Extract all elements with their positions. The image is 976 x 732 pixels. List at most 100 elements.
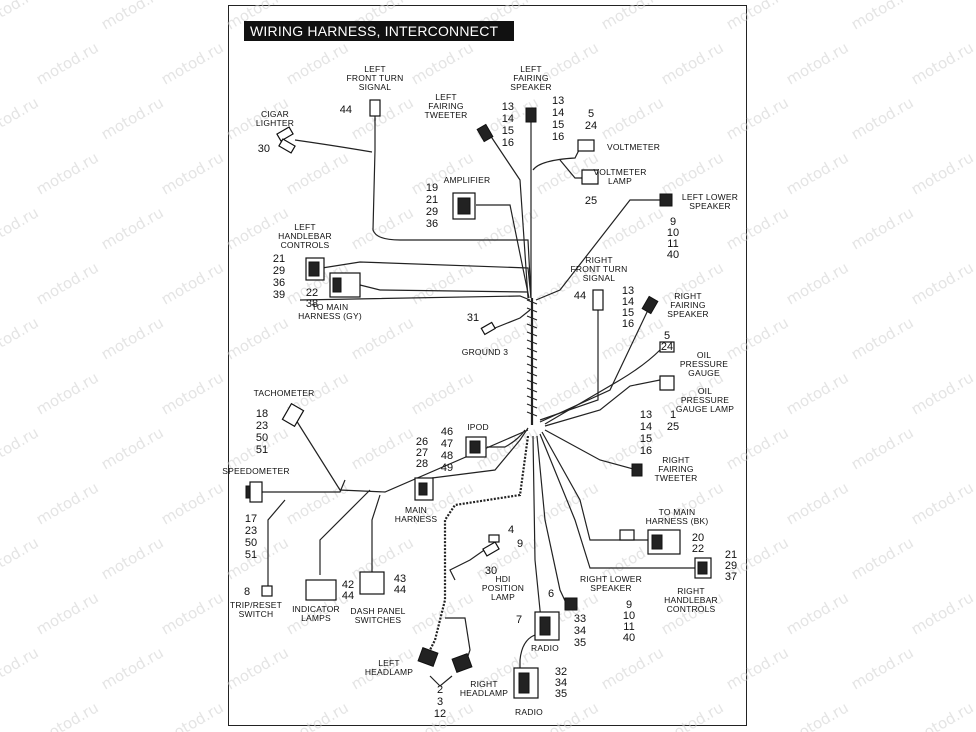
- voltmeter-lamp-label: VOLTMETER: [593, 167, 646, 177]
- left-lower-speaker-label: SPEAKER: [689, 201, 731, 211]
- oil-pressure-gauge-lamp-label: GAUGE LAMP: [676, 404, 734, 414]
- wire-dash-l: [319, 489, 371, 575]
- indicator-lamps-label: INDICATOR: [292, 604, 340, 614]
- radio-lower-ref: 34: [555, 677, 567, 689]
- to-main-harness-gy-ref: 38: [306, 298, 318, 310]
- to-main-harness-gy-ref: 22: [306, 287, 318, 299]
- left-lower-speaker-label: LEFT LOWER: [682, 192, 738, 202]
- ipod-ref: 46: [441, 426, 453, 438]
- amplifier-ref: 29: [426, 206, 438, 218]
- ipod-ref: 49: [441, 462, 453, 474]
- left-fairing-tweeter-ref: 13: [502, 101, 514, 113]
- left-lower-speaker-ref: 9: [670, 216, 676, 228]
- radio-upper-ref: 33: [574, 613, 586, 625]
- right-fairing-speaker-label: SPEAKER: [667, 309, 709, 319]
- left-headlamp-ref: 3: [437, 696, 443, 708]
- right-fairing-tweeter-ref: 16: [640, 445, 652, 457]
- amplifier-ref: 36: [426, 218, 438, 230]
- wire-left-lower-speaker: [535, 199, 660, 301]
- dash-panel-switches-ref: 43: [394, 573, 406, 585]
- connector-radio-lower: [513, 667, 539, 699]
- main-harness-label: HARNESS: [395, 514, 438, 524]
- right-fairing-tweeter-ref: 15: [640, 433, 652, 445]
- right-lower-speaker-ref: 11: [623, 621, 634, 633]
- left-fairing-tweeter-ref: 16: [502, 137, 514, 149]
- right-handlebar-controls-ref: 29: [725, 560, 737, 572]
- wire-trip: [267, 499, 286, 592]
- left-fairing-speaker-ref: 16: [552, 131, 564, 143]
- right-headlamp-label: HEADLAMP: [460, 688, 508, 698]
- left-fairing-speaker-label: LEFT: [520, 64, 542, 74]
- amplifier-ref: 19: [426, 182, 438, 194]
- speedometer-ref: 17: [245, 513, 257, 525]
- oil-pressure-gauge-ref: 5: [664, 330, 670, 342]
- dash-panel-switches-label: DASH PANEL: [350, 606, 405, 616]
- connector-main-bk: [619, 529, 681, 555]
- oil-pressure-gauge-lamp-label: OIL: [698, 386, 712, 396]
- right-lower-speaker-ref: 40: [623, 632, 635, 644]
- connector-radio-upper: [534, 611, 560, 641]
- connector-hdi: [482, 534, 500, 557]
- oil-pressure-gauge-lamp-ref: 1: [670, 409, 676, 421]
- trip-reset-switch-label: TRIP/RESET: [230, 600, 282, 610]
- hdi-position-lamp-label: POSITION: [482, 583, 524, 593]
- wire-radio: [532, 435, 542, 621]
- connector-oil-lamp: [659, 375, 675, 391]
- watermark-text: motod.ru: [973, 0, 976, 33]
- left-handlebar-controls-ref: 39: [273, 289, 285, 301]
- to-main-harness-bk-ref: 20: [692, 532, 704, 544]
- left-fairing-tweeter-ref: 15: [502, 125, 514, 137]
- left-handlebar-controls-label: LEFT: [294, 222, 316, 232]
- speedometer-label: SPEEDOMETER: [222, 466, 289, 476]
- right-fairing-speaker-label: RIGHT: [674, 291, 701, 301]
- voltmeter-lamp-label: LAMP: [608, 176, 632, 186]
- wire-main-harness: [431, 427, 529, 479]
- right-fairing-speaker-ref: 13: [622, 285, 634, 297]
- right-fairing-tweeter-label: FAIRING: [658, 464, 693, 474]
- left-fairing-tweeter-label: TWEETER: [425, 110, 468, 120]
- wire-oil: [544, 349, 661, 427]
- indicator-lamps-ref: 42: [342, 579, 354, 591]
- left-front-turn-signal-label: LEFT: [364, 64, 386, 74]
- left-headlamp-ref: 2: [437, 684, 443, 696]
- right-fairing-tweeter-label: TWEETER: [655, 473, 698, 483]
- left-fairing-tweeter-label: FAIRING: [428, 101, 463, 111]
- speedometer-ref: 23: [245, 525, 257, 537]
- oil-pressure-gauge-ref: 24: [661, 341, 673, 353]
- speedometer-ref: 51: [245, 549, 257, 561]
- left-fairing-tweeter-label: LEFT: [435, 92, 457, 102]
- connector-indicator: [305, 579, 337, 601]
- wire-hdi: [449, 545, 491, 581]
- wire-lh-controls: [321, 261, 532, 299]
- headlamp-ref-leader: [429, 675, 453, 687]
- ipod-ref: 47: [441, 438, 453, 450]
- wire-rh-controls: [539, 433, 697, 569]
- speedometer-ref: 50: [245, 537, 257, 549]
- left-fairing-tweeter-ref: 14: [502, 113, 514, 125]
- to-main-harness-bk-label: HARNESS (BK): [646, 516, 709, 526]
- connector-amplifier: [452, 192, 476, 220]
- wire-radio-lower: [519, 634, 536, 680]
- wire-ipod: [487, 429, 526, 448]
- connector-cigar: [276, 126, 296, 154]
- cigar-lighter-ref: 30: [258, 143, 270, 155]
- right-lower-speaker-ref: 9: [626, 599, 632, 611]
- connector-ipod: [465, 436, 487, 458]
- right-fairing-speaker-ref: 14: [622, 296, 634, 308]
- wire-main-bk: [541, 431, 648, 541]
- connector-trip: [261, 585, 273, 597]
- wire-headlamp-trunk: [424, 435, 530, 661]
- connector-speedo: [245, 481, 263, 503]
- ipod-label: IPOD: [467, 422, 489, 432]
- connector-tach: [281, 402, 305, 428]
- connector-left-lower-speaker: [659, 193, 673, 207]
- tachometer-ref: 23: [256, 420, 268, 432]
- main-harness-label: MAIN: [405, 505, 427, 515]
- right-lower-speaker-label: RIGHT LOWER: [580, 574, 642, 584]
- radio-upper-ref: 7: [516, 614, 522, 626]
- radio-lower-ref: 32: [555, 666, 567, 678]
- right-fairing-speaker-label: FAIRING: [670, 300, 705, 310]
- left-front-turn-signal-label: FRONT TURN: [347, 73, 404, 83]
